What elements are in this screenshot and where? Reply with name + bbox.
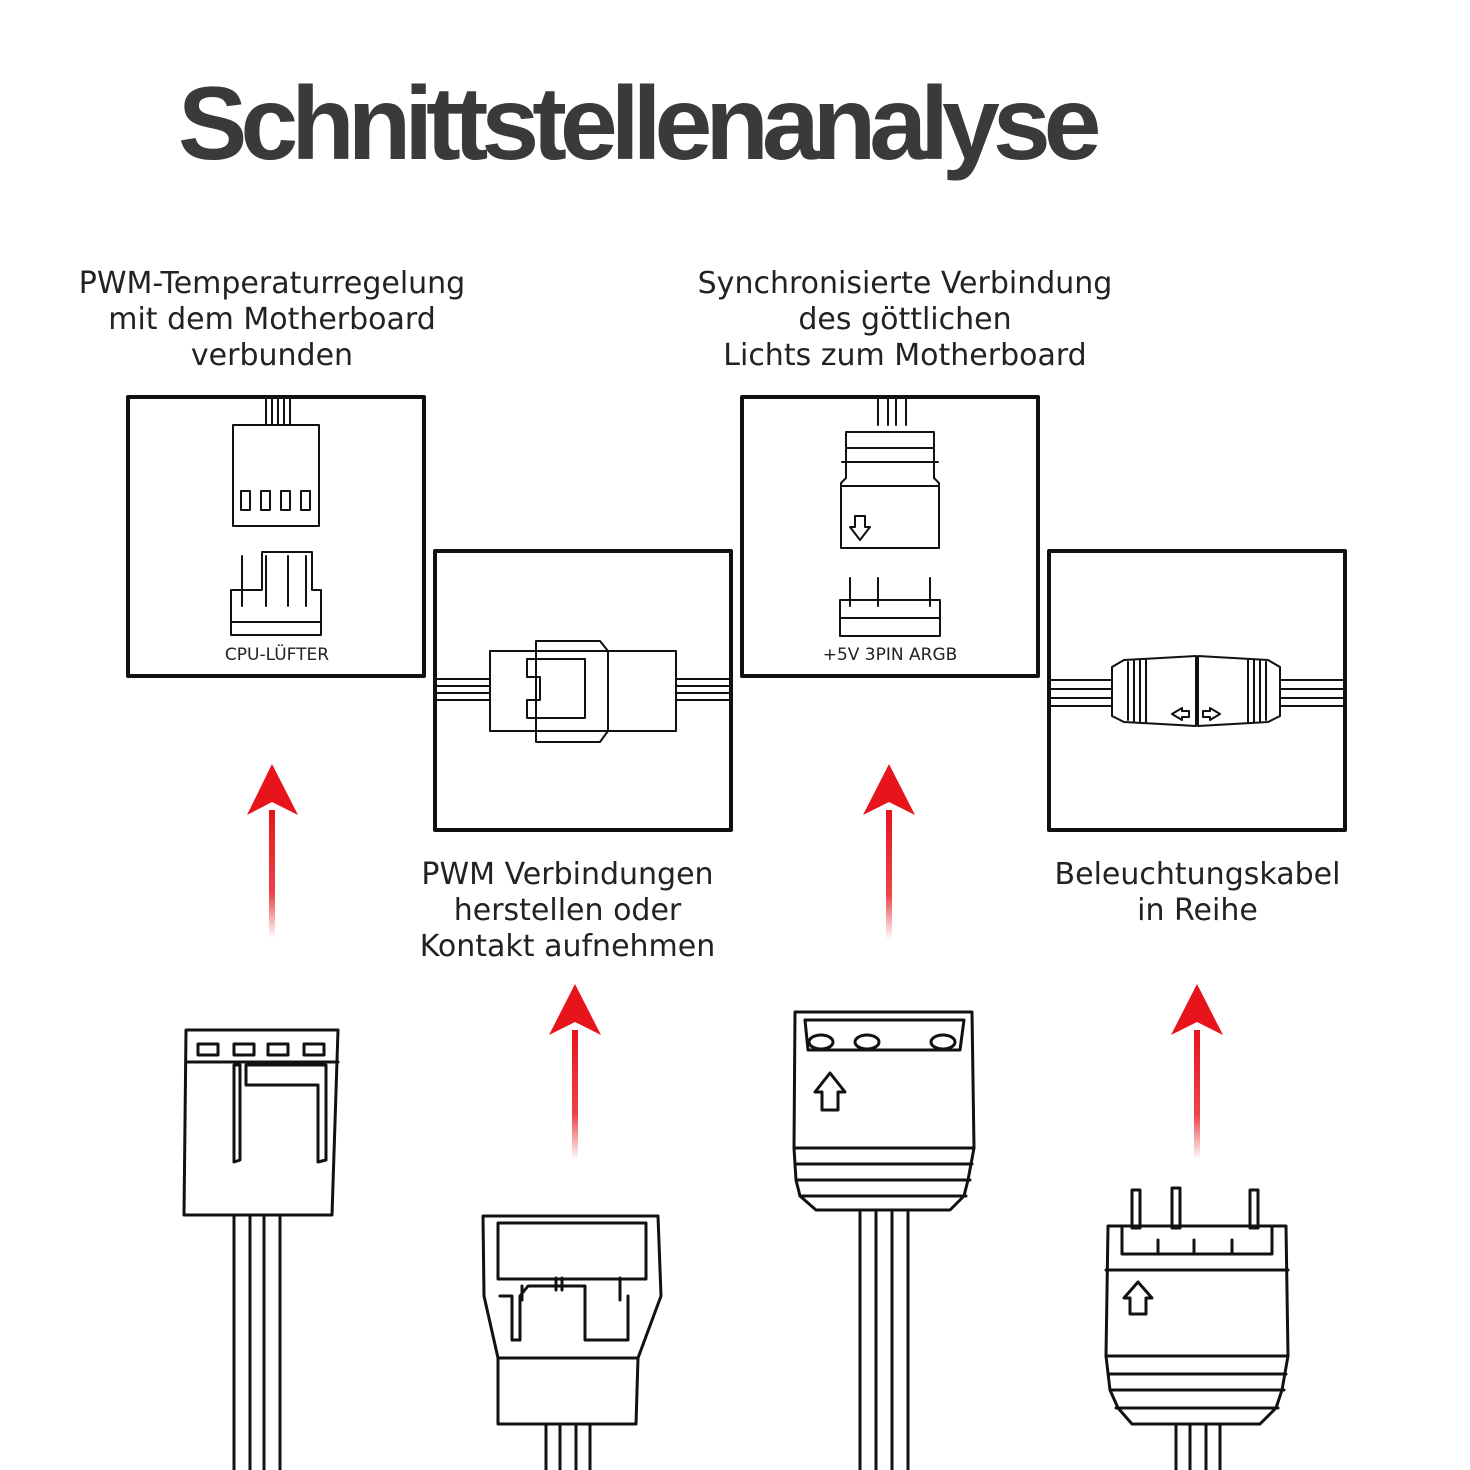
arrow-up-icon <box>549 984 601 1160</box>
box-lighting-coupler <box>1047 549 1347 832</box>
caption-line: Kontakt aufnehmen <box>419 929 716 964</box>
box-cpu-fan <box>126 395 426 678</box>
caption-line: Lichts zum Motherboard <box>723 338 1087 373</box>
arrow-up-icon <box>1171 984 1223 1160</box>
page-title: Schnittstellenanalyse <box>178 66 1102 182</box>
caption-sync-connection: Synchronisierte Verbindung des göttliche… <box>690 266 1120 374</box>
caption-line: PWM Verbindungen <box>421 857 714 892</box>
pwm-female-connector <box>481 1214 663 1470</box>
caption-line: mit dem Motherboard <box>108 302 436 337</box>
box-argb <box>740 395 1040 678</box>
caption-line: herstellen oder <box>453 893 682 928</box>
fan-connector-4pin <box>182 1028 340 1470</box>
argb-female-connector <box>792 1010 976 1470</box>
caption-pwm-temperature: PWM-Temperaturregelung mit dem Motherboa… <box>72 266 472 374</box>
caption-pwm-connections: PWM Verbindungen herstellen oder Kontakt… <box>400 857 735 965</box>
caption-line: in Reihe <box>1137 893 1258 928</box>
arrow-up-icon <box>863 764 915 940</box>
caption-line: Synchronisierte Verbindung <box>697 266 1113 301</box>
label-cpu-fan: CPU-LÜFTER <box>224 645 330 665</box>
argb-male-connector <box>1104 1186 1290 1470</box>
arrow-up-icon <box>247 764 298 938</box>
label-argb: +5V 3PIN ARGB <box>822 645 958 665</box>
caption-line: Beleuchtungskabel <box>1054 857 1341 892</box>
caption-lighting-cable: Beleuchtungskabel in Reihe <box>1045 857 1350 929</box>
caption-line: PWM-Temperaturregelung <box>78 266 466 301</box>
box-pwm-coupler <box>433 549 733 832</box>
caption-line: des göttlichen <box>798 302 1012 337</box>
caption-line: verbunden <box>190 338 354 373</box>
